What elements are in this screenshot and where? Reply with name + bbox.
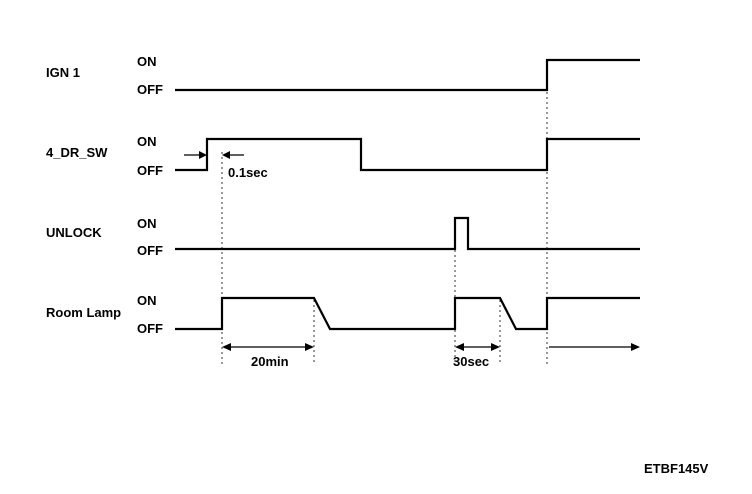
dimension-20min-arrowhead-right <box>305 343 314 351</box>
dr-sw-waveform <box>175 137 640 172</box>
unlock-off-label: OFF <box>137 243 163 258</box>
room-lamp-on-label: ON <box>137 293 157 308</box>
delay-arrowhead-left <box>199 151 207 159</box>
dimension-30sec-arrowhead-left <box>455 343 464 351</box>
delay-label: 0.1sec <box>228 165 268 180</box>
unlock-waveform <box>175 216 640 251</box>
signal-name-4-dr-sw: 4_DR_SW <box>46 145 108 160</box>
dimension-20min-label: 20min <box>251 354 289 369</box>
ign1-waveform <box>175 58 640 92</box>
dr-sw-off-label: OFF <box>137 163 163 178</box>
continuation-arrow <box>549 343 640 351</box>
ign1-on-label: ON <box>137 54 157 69</box>
unlock-on-label: ON <box>137 216 157 231</box>
room-lamp-waveform <box>175 296 640 331</box>
delay-annotation <box>184 151 244 159</box>
dimension-20min <box>222 343 314 351</box>
delay-arrowhead-right <box>222 151 230 159</box>
continuation-arrowhead <box>631 343 640 351</box>
signal-name-ign1: IGN 1 <box>46 65 80 80</box>
figure-code: ETBF145V <box>644 461 709 476</box>
dimension-30sec-arrowhead-right <box>491 343 500 351</box>
dr-sw-on-label: ON <box>137 134 157 149</box>
dimension-30sec-label: 30sec <box>453 354 489 369</box>
ign1-off-label: OFF <box>137 82 163 97</box>
dimension-30sec <box>455 343 500 351</box>
signal-name-room-lamp: Room Lamp <box>46 305 121 320</box>
signal-name-unlock: UNLOCK <box>46 225 102 240</box>
room-lamp-off-label: OFF <box>137 321 163 336</box>
dimension-20min-arrowhead-left <box>222 343 231 351</box>
